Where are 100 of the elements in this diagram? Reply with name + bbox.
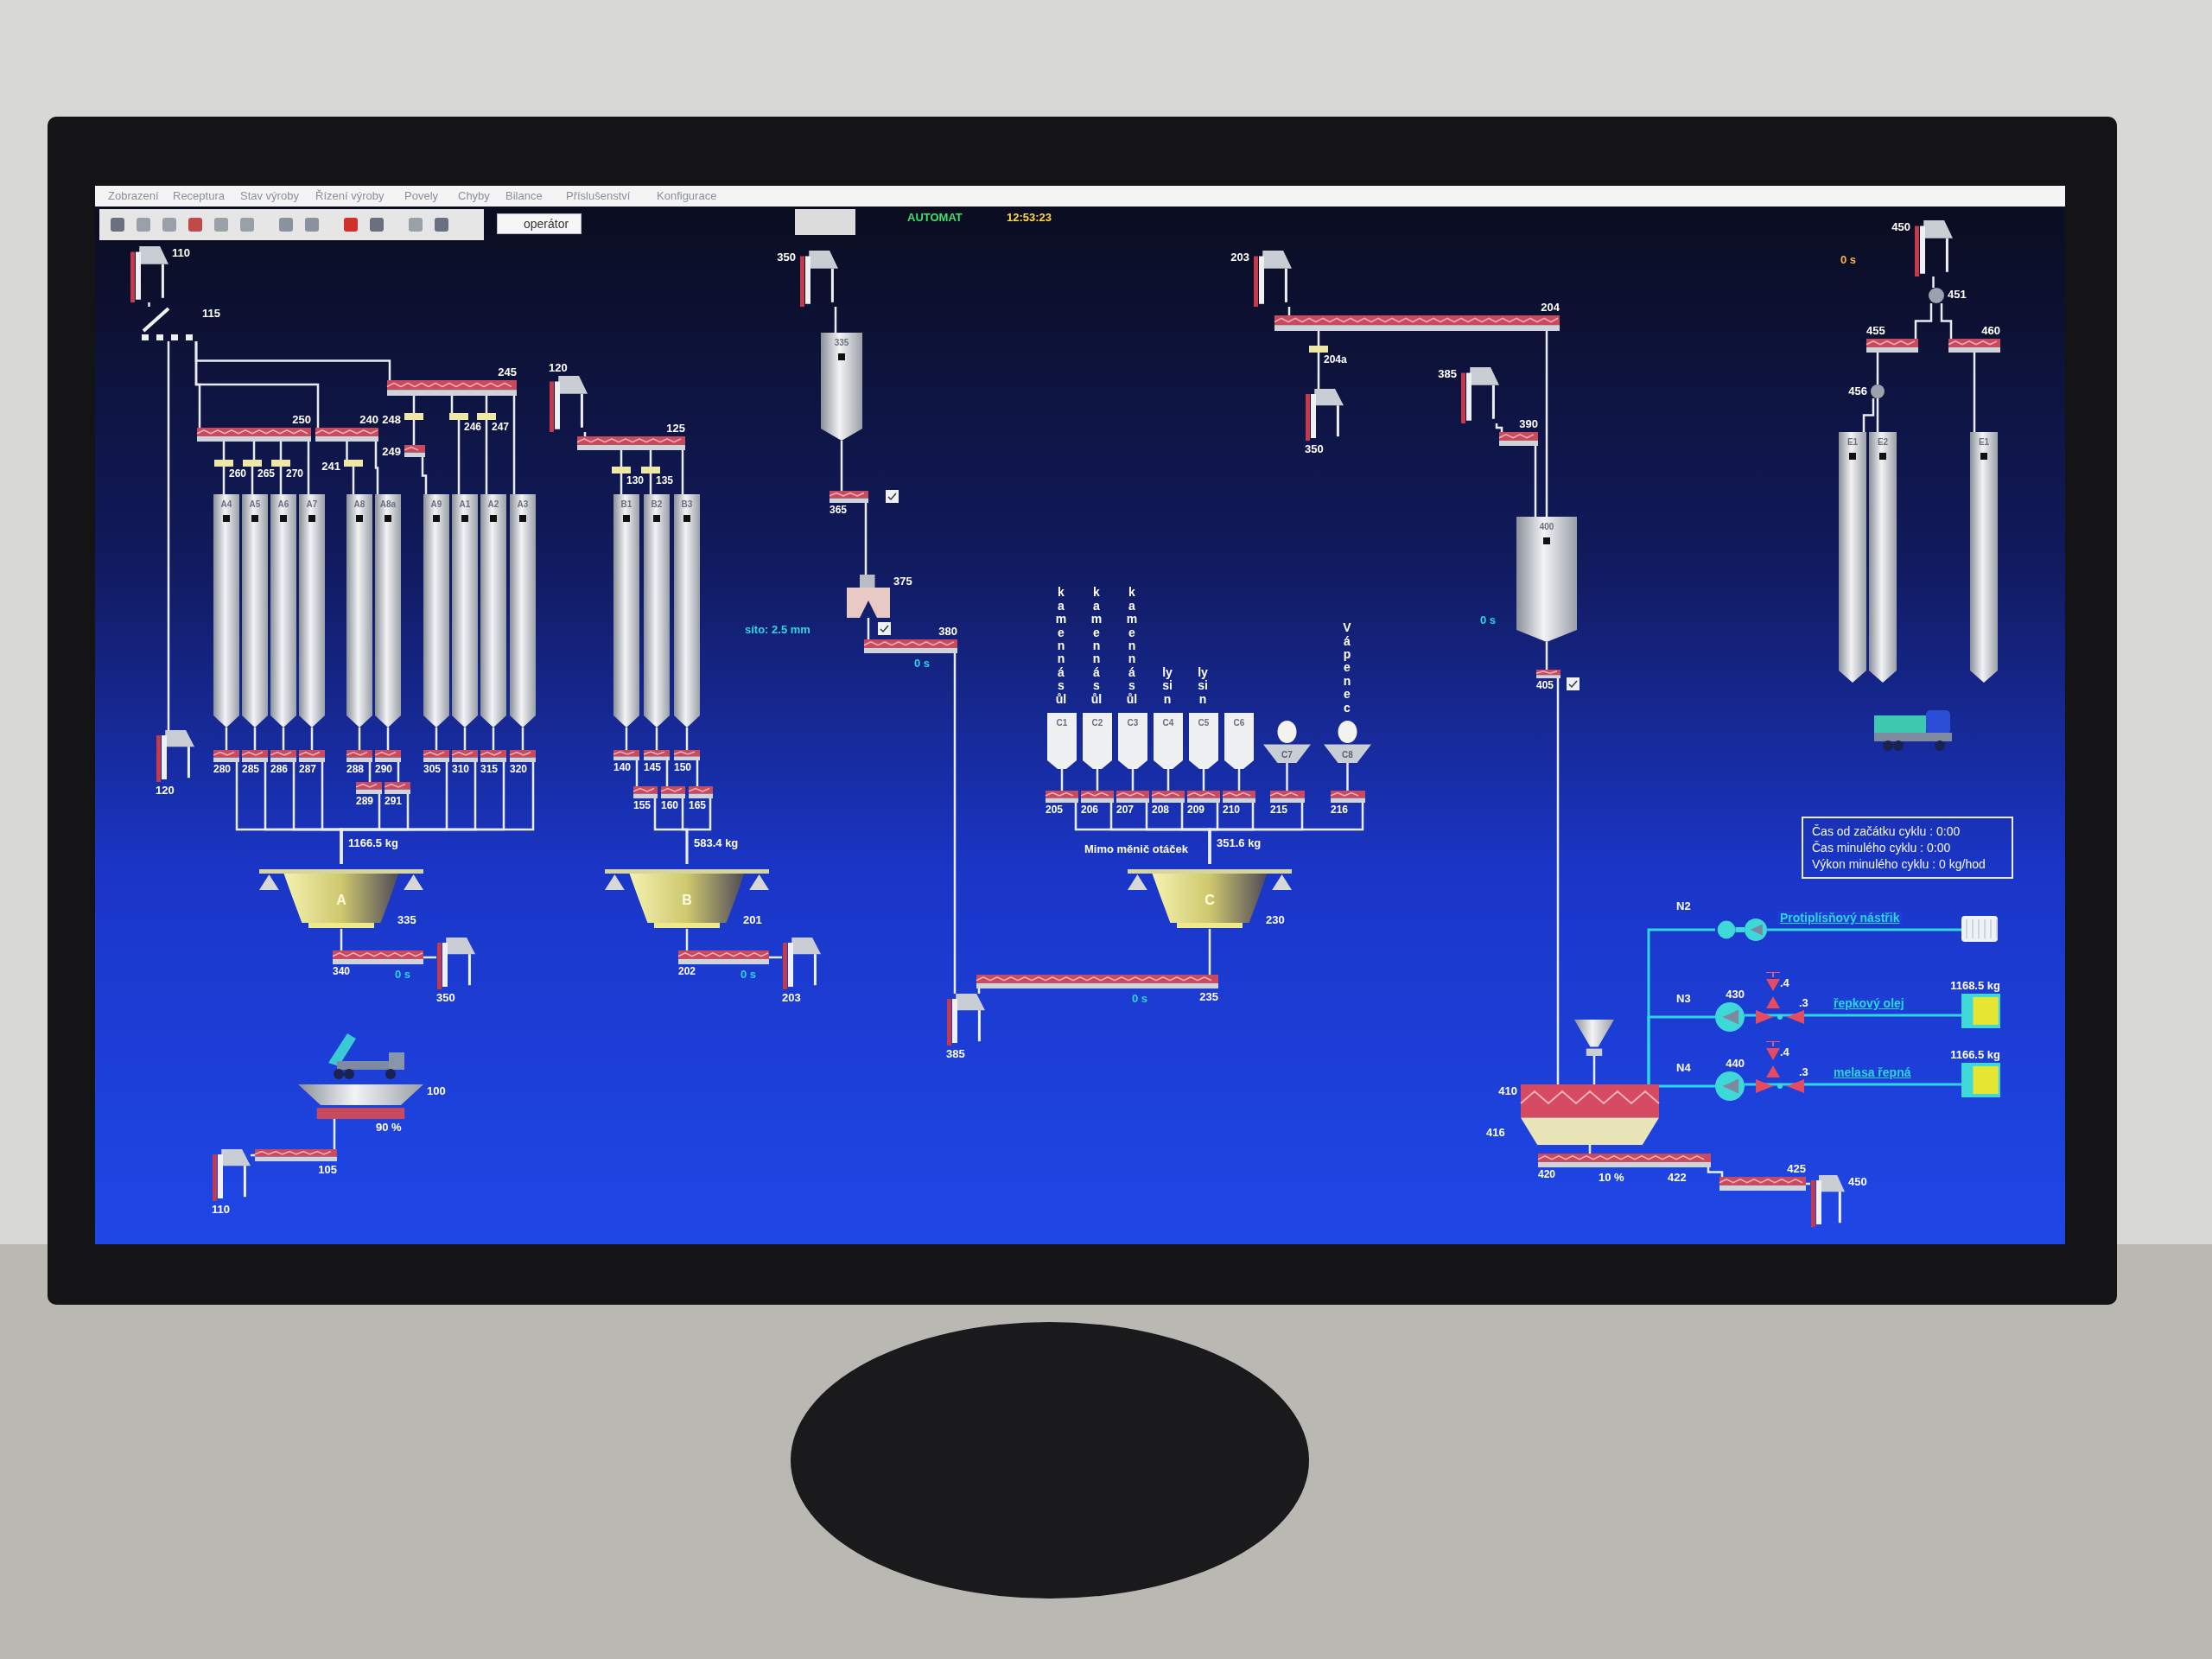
equipment-number: 215 <box>1270 804 1288 817</box>
conveying-line <box>222 442 226 460</box>
conveying-line <box>665 760 669 786</box>
silo-label: C3 <box>1126 717 1140 729</box>
silo-label: A9 <box>429 499 443 511</box>
conveying-line <box>397 762 400 782</box>
silo-label: A4 <box>219 499 233 511</box>
silo-label: E1 <box>1977 436 1991 448</box>
conveying-line <box>251 467 254 494</box>
equipment-number: 375 <box>893 575 912 588</box>
equipment-number: 210 <box>1223 804 1241 817</box>
equipment-number: 206 <box>1081 804 1099 817</box>
equipment-number: 305 <box>423 763 442 776</box>
equipment-number: 120 <box>156 784 175 797</box>
pipe-line <box>1647 1015 1715 1084</box>
conveying-line <box>1202 769 1205 791</box>
status-value: 0 s <box>741 968 757 981</box>
material-label: kamenná sůl <box>1055 586 1067 706</box>
edge-label: melasa řepná <box>1831 1066 1914 1079</box>
equipment-number: 410 <box>1498 1084 1517 1097</box>
conveying-line <box>1286 763 1288 791</box>
conveying-line <box>485 420 488 494</box>
conveying-line <box>1166 769 1170 791</box>
conveying-line <box>485 396 488 413</box>
conveying-line <box>1940 303 1953 339</box>
silo <box>375 494 401 728</box>
equipment-number: 135 <box>656 474 674 487</box>
silo-label: 400 <box>1538 521 1555 533</box>
equipment-number: 203 <box>782 991 801 1004</box>
edge-label: řepkový olej <box>1831 997 1907 1010</box>
equipment-number: 288 <box>346 763 365 776</box>
equipment-number: 422 <box>1668 1171 1687 1184</box>
material-label: lysin <box>1161 665 1173 706</box>
conveying-line <box>1208 929 1211 975</box>
conveying-line <box>421 457 428 494</box>
material-label: Vápenec <box>1342 621 1352 715</box>
equipment-number: 245 <box>498 365 517 378</box>
conveying-line <box>834 307 837 333</box>
material-label: kamenná sůl <box>1126 586 1138 706</box>
operator-button: operátor <box>497 213 582 234</box>
status-value: 0 s <box>1132 992 1148 1005</box>
valve-number: .3 <box>1799 1065 1808 1078</box>
silo-label: A7 <box>305 499 319 511</box>
conveying-line <box>340 929 343 950</box>
conveying-line <box>333 1119 336 1149</box>
pipe-line <box>1767 928 1961 931</box>
equipment-number: 450 <box>1848 1175 1867 1188</box>
conveying-line <box>620 474 623 494</box>
conveying-line <box>1237 769 1241 791</box>
equipment-number: N2 <box>1676 899 1691 912</box>
status-value: 0 s <box>1840 253 1857 266</box>
conveying-line <box>620 450 623 467</box>
silo <box>213 494 239 728</box>
equipment-number: 315 <box>480 763 499 776</box>
cycle-info-text: Čas minulého cyklu : 0:00 <box>1812 840 1952 856</box>
info-panel <box>1802 817 2013 879</box>
equipment-number: 250 <box>292 413 311 426</box>
mode-indicator: AUTOMAT <box>907 211 963 224</box>
equipment-number: 430 <box>1726 988 1745 1001</box>
equipment-number: 205 <box>1046 804 1064 817</box>
equipment-number: 249 <box>382 445 401 458</box>
conveying-line <box>1060 769 1064 791</box>
conveying-line <box>635 760 639 786</box>
silo <box>1839 432 1866 683</box>
silo-label: C7 <box>1281 749 1294 761</box>
equipment-number: 240 <box>359 413 378 426</box>
silo-label: C8 <box>1341 749 1354 761</box>
conveying-line <box>685 929 689 950</box>
conveying-line <box>368 762 372 782</box>
material-label: lysin <box>1197 665 1209 706</box>
equipment-number: 385 <box>1438 367 1457 380</box>
conveying-line <box>1862 398 1875 432</box>
silo-label: A6 <box>276 499 290 511</box>
silo <box>423 494 449 728</box>
conveying-line <box>1317 353 1320 389</box>
silo <box>270 494 296 728</box>
equipment-number: 380 <box>938 625 957 638</box>
equipment-number: 105 <box>318 1163 337 1176</box>
status-value: 90 % <box>376 1121 402 1134</box>
cycle-info-text: Čas od začátku cyklu : 0:00 <box>1812 823 1961 840</box>
micro-bin <box>1223 713 1255 769</box>
equipment-number: 246 <box>464 421 482 434</box>
silo <box>510 494 536 728</box>
spray-panel <box>1961 916 1998 942</box>
equipment-number: 110 <box>212 1203 230 1216</box>
silo <box>613 494 639 728</box>
silo-label: 335 <box>833 337 850 349</box>
equipment-number: 405 <box>1536 679 1554 692</box>
equipment-number: 241 <box>321 460 340 473</box>
menu-item: Zobrazení <box>108 189 159 202</box>
silo-label: C1 <box>1055 717 1069 729</box>
equipment-number: 425 <box>1787 1162 1806 1175</box>
conveying-line <box>521 728 524 750</box>
equipment-number: 385 <box>946 1047 965 1060</box>
conveying-line <box>625 728 628 750</box>
material-label: kamenná sůl <box>1090 586 1103 706</box>
silo <box>674 494 700 728</box>
conveying-line <box>457 420 461 494</box>
drive-status: Mimo měnič otáček <box>1084 842 1188 855</box>
valve-number: .3 <box>1799 996 1808 1009</box>
